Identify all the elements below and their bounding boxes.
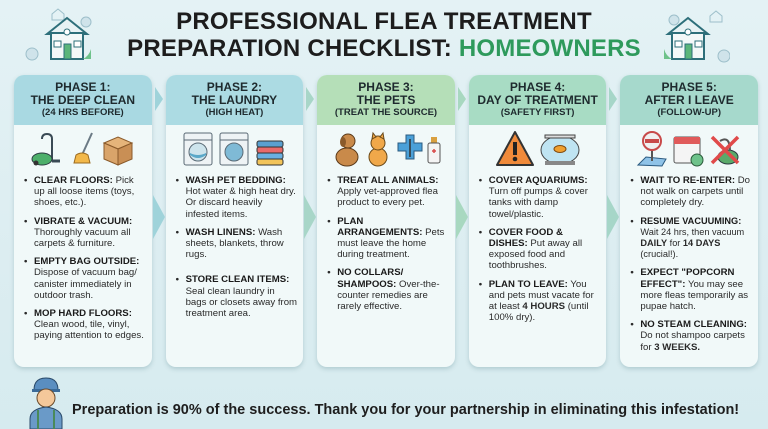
cardboard-box-icon [102, 136, 134, 166]
washing-machine-icon [183, 132, 213, 166]
checklist: WAIT TO RE-ENTER: Do not walk on carpets… [620, 173, 758, 353]
calendar-icon [673, 136, 704, 167]
arrow-icon [609, 87, 618, 111]
checklist-item: EXPECT "POPCORN EFFECT": You may see mor… [630, 267, 752, 312]
phase-icons [317, 125, 455, 173]
vacuum-icon [31, 132, 60, 166]
page-title: PROFESSIONAL FLEA TREATMENT PREPARATION … [127, 8, 641, 62]
phase-header: PHASE 3: THE PETS (TREAT THE SOURCE) [317, 75, 455, 125]
checklist-item: WAIT TO RE-ENTER: Do not walk on carpets… [630, 175, 752, 209]
footer-message: Preparation is 90% of the success. Thank… [72, 402, 740, 418]
phase-card-5: PHASE 5: AFTER I LEAVE (FOLLOW-UP) WAIT … [620, 75, 758, 367]
phase-card-4: PHASE 4: DAY OF TREATMENT (SAFETY FIRST)… [468, 75, 620, 367]
phase-header: PHASE 1: THE DEEP CLEAN (24 HRS BEFORE) [14, 75, 152, 125]
checklist-item: NO STEAM CLEANING: Do not shampoo carpet… [630, 319, 752, 353]
checklist: TREAT ALL ANIMALS: Apply vet-approved fl… [317, 173, 455, 312]
arrow-icon [304, 195, 317, 239]
phase-cards: PHASE 1: THE DEEP CLEAN (24 HRS BEFORE) … [14, 75, 758, 367]
checklist-item: EMPTY BAG OUTSIDE: Dispose of vacuum bag… [24, 256, 146, 301]
fishbowl-icon [540, 134, 580, 165]
phase-icons [14, 125, 152, 173]
checklist-item: VIBRATE & VACUUM: Thoroughly vacuum all … [24, 216, 146, 250]
checklist-item: TREAT ALL ANIMALS: Apply vet-approved fl… [327, 175, 449, 209]
arrow-icon [306, 87, 315, 111]
phase-header: PHASE 2: THE LAUNDRY (HIGH HEAT) [165, 75, 304, 125]
checklist-item: STORE CLEAN ITEMS: Seal clean laundry in… [176, 274, 298, 319]
checklist-item: RESUME VACUUMING: Wait 24 hrs, then vacu… [630, 216, 752, 261]
medicine-bottle-icon [427, 137, 441, 164]
checklist: WASH PET BEDDING: Hot water & high heat … [166, 173, 304, 319]
arrow-icon [457, 87, 466, 111]
checklist-item: COVER FOOD & DISHES: Put away all expose… [479, 227, 601, 272]
phase-card-3: PHASE 3: THE PETS (TREAT THE SOURCE) TRE… [317, 75, 468, 367]
title-line-1: PROFESSIONAL FLEA TREATMENT [176, 8, 592, 35]
warning-icon [495, 131, 534, 166]
phase-card-2: PHASE 2: THE LAUNDRY (HIGH HEAT) WASH PE… [165, 75, 317, 367]
arrow-icon [455, 195, 468, 239]
dog-icon [335, 133, 359, 167]
title-accent: HOMEOWNERS [458, 35, 641, 62]
house-icon [664, 10, 730, 63]
dryer-icon [219, 132, 249, 166]
arrow-icon [154, 87, 163, 111]
house-icon [25, 8, 92, 61]
checklist: CLEAR FLOORS: Pick up all loose items (t… [14, 173, 152, 342]
checklist-item: WASH PET BEDDING: Hot water & high heat … [176, 175, 298, 220]
phase-icons [469, 125, 607, 173]
arrow-icon [152, 195, 165, 239]
checklist-item: COVER AQUARIUMS: Turn off pumps & cover … [479, 175, 601, 220]
folded-clothes-icon [256, 140, 284, 166]
no-vacuum-icon [710, 135, 740, 165]
do-not-enter-icon [637, 131, 667, 167]
cat-icon [368, 131, 388, 167]
phase-card-1: PHASE 1: THE DEEP CLEAN (24 HRS BEFORE) … [14, 75, 165, 367]
pest-technician-icon [29, 377, 63, 429]
phase-header: PHASE 4: DAY OF TREATMENT (SAFETY FIRST) [468, 75, 607, 125]
checklist-item: MOP HARD FLOORS: Clean wood, tile, vinyl… [24, 308, 146, 342]
phase-icons [620, 125, 758, 173]
checklist-item: WASH LINENS: Wash sheets, blankets, thro… [176, 227, 298, 261]
arrow-icon [607, 195, 620, 239]
header: PROFESSIONAL FLEA TREATMENT PREPARATION … [0, 0, 768, 70]
checklist-item: PLAN ARRANGEMENTS: Pets must leave the h… [327, 216, 449, 261]
checklist-item: NO COLLARS/ SHAMPOOS: Over-the-counter r… [327, 267, 449, 312]
vet-cross-icon [397, 134, 423, 160]
checklist-item: CLEAR FLOORS: Pick up all loose items (t… [24, 175, 146, 209]
phase-icons [166, 125, 304, 173]
phase-header: PHASE 5: AFTER I LEAVE (FOLLOW-UP) [620, 75, 758, 125]
checklist-item: PLAN TO LEAVE: You and pets must vacate … [479, 279, 601, 324]
broom-icon [73, 132, 93, 164]
title-line-2: PREPARATION CHECKLIST: HOMEOWNERS [127, 35, 641, 62]
footer: Preparation is 90% of the success. Thank… [0, 372, 768, 429]
checklist: COVER AQUARIUMS: Turn off pumps & cover … [469, 173, 607, 323]
